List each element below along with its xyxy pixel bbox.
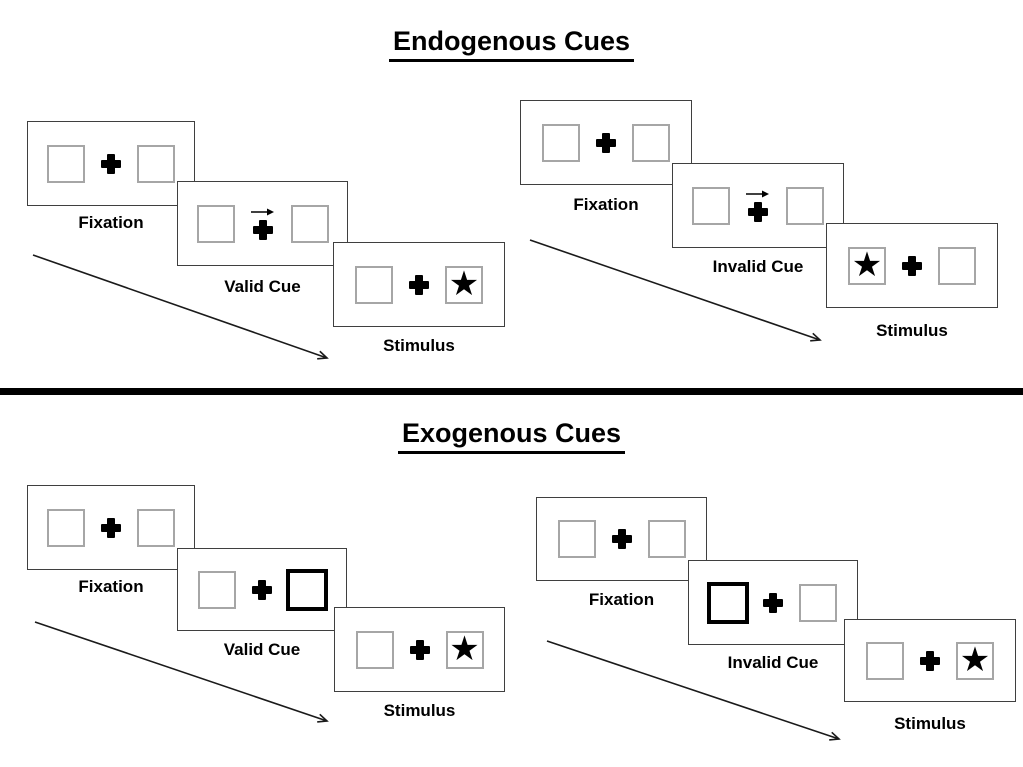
panel-label: Fixation bbox=[78, 213, 144, 232]
right-placeholder-box bbox=[290, 204, 329, 243]
panel-label: Invalid Cue bbox=[727, 653, 819, 672]
section-title-endogenous: Endogenous Cues bbox=[0, 26, 1023, 62]
panel-label: Fixation bbox=[78, 577, 144, 596]
left-placeholder-box bbox=[866, 641, 904, 680]
right-placeholder-box bbox=[137, 508, 175, 547]
fixation-panel bbox=[27, 485, 195, 570]
central-cue bbox=[250, 208, 275, 240]
stimulus-panel: ★ bbox=[826, 223, 998, 308]
right-arrow-icon bbox=[746, 190, 769, 197]
panel-label: Stimulus bbox=[383, 701, 456, 720]
fixation-cross-icon bbox=[101, 153, 121, 174]
fixation-cross-icon bbox=[409, 639, 430, 660]
invalid-cue-panel bbox=[688, 560, 858, 645]
fixation-cross-icon bbox=[409, 274, 429, 295]
left-placeholder-box bbox=[196, 204, 235, 243]
left-placeholder-box bbox=[542, 123, 580, 162]
left-placeholder-box bbox=[47, 508, 85, 547]
stimulus-panel: ★ bbox=[844, 619, 1016, 702]
left-placeholder-box bbox=[355, 265, 393, 304]
fixation-panel bbox=[520, 100, 692, 185]
section-title-text: Endogenous Cues bbox=[388, 26, 634, 62]
panel-label: Invalid Cue bbox=[712, 257, 804, 276]
panel-label: Valid Cue bbox=[223, 640, 301, 659]
fixation-panel bbox=[536, 497, 707, 581]
star-icon: ★ bbox=[851, 244, 883, 285]
fixation-cross-icon bbox=[748, 201, 768, 222]
valid-cue-panel bbox=[177, 181, 348, 266]
right-stimulus-box: ★ bbox=[445, 263, 483, 304]
section-title-text: Exogenous Cues bbox=[397, 418, 626, 454]
fixation-cross-icon bbox=[101, 517, 121, 538]
fixation-cross-icon bbox=[920, 650, 940, 671]
right-placeholder-box bbox=[938, 246, 976, 285]
panel-label: Fixation bbox=[573, 195, 639, 214]
left-placeholder-box bbox=[47, 144, 85, 183]
left-placeholder-box bbox=[692, 186, 730, 225]
fixation-cross-icon bbox=[763, 592, 783, 613]
stimulus-panel: ★ bbox=[334, 607, 505, 692]
right-placeholder-box bbox=[632, 123, 670, 162]
star-icon: ★ bbox=[448, 263, 480, 304]
right-stimulus-box: ★ bbox=[445, 628, 484, 669]
right-arrow-icon bbox=[250, 208, 274, 215]
left-placeholder-box bbox=[198, 570, 236, 609]
right-placeholder-box bbox=[786, 186, 824, 225]
star-icon: ★ bbox=[449, 628, 480, 669]
time-arrow-exogenous-valid bbox=[34, 621, 329, 723]
right-highlighted-cue-box bbox=[286, 568, 328, 611]
panel-label: Stimulus bbox=[894, 714, 966, 733]
time-arrow-endogenous-valid bbox=[32, 254, 329, 360]
right-placeholder-box bbox=[799, 583, 837, 622]
left-placeholder-box bbox=[355, 630, 394, 669]
panel-label: Stimulus bbox=[876, 321, 948, 340]
fixation-cross-icon bbox=[596, 132, 616, 153]
panel-label: Fixation bbox=[588, 590, 655, 609]
invalid-cue-panel bbox=[672, 163, 844, 248]
central-cue bbox=[746, 190, 770, 222]
section-title-exogenous: Exogenous Cues bbox=[0, 418, 1023, 454]
time-arrow-endogenous-invalid bbox=[529, 239, 822, 342]
fixation-cross-icon bbox=[902, 255, 922, 276]
right-stimulus-box: ★ bbox=[956, 639, 994, 680]
fixation-cross-icon bbox=[611, 529, 632, 549]
left-placeholder-box bbox=[557, 520, 596, 558]
panel-label: Valid Cue bbox=[224, 277, 301, 296]
fixation-cross-icon bbox=[252, 219, 273, 240]
right-placeholder-box bbox=[647, 520, 686, 558]
fixation-panel bbox=[27, 121, 195, 206]
panel-label: Stimulus bbox=[383, 336, 455, 355]
star-icon: ★ bbox=[959, 639, 991, 680]
fixation-cross-icon bbox=[252, 579, 272, 600]
valid-cue-panel bbox=[177, 548, 347, 631]
right-placeholder-box bbox=[137, 144, 175, 183]
stimulus-panel: ★ bbox=[333, 242, 505, 327]
section-divider bbox=[0, 388, 1023, 395]
left-highlighted-cue-box bbox=[707, 581, 749, 624]
left-stimulus-box: ★ bbox=[848, 244, 886, 285]
